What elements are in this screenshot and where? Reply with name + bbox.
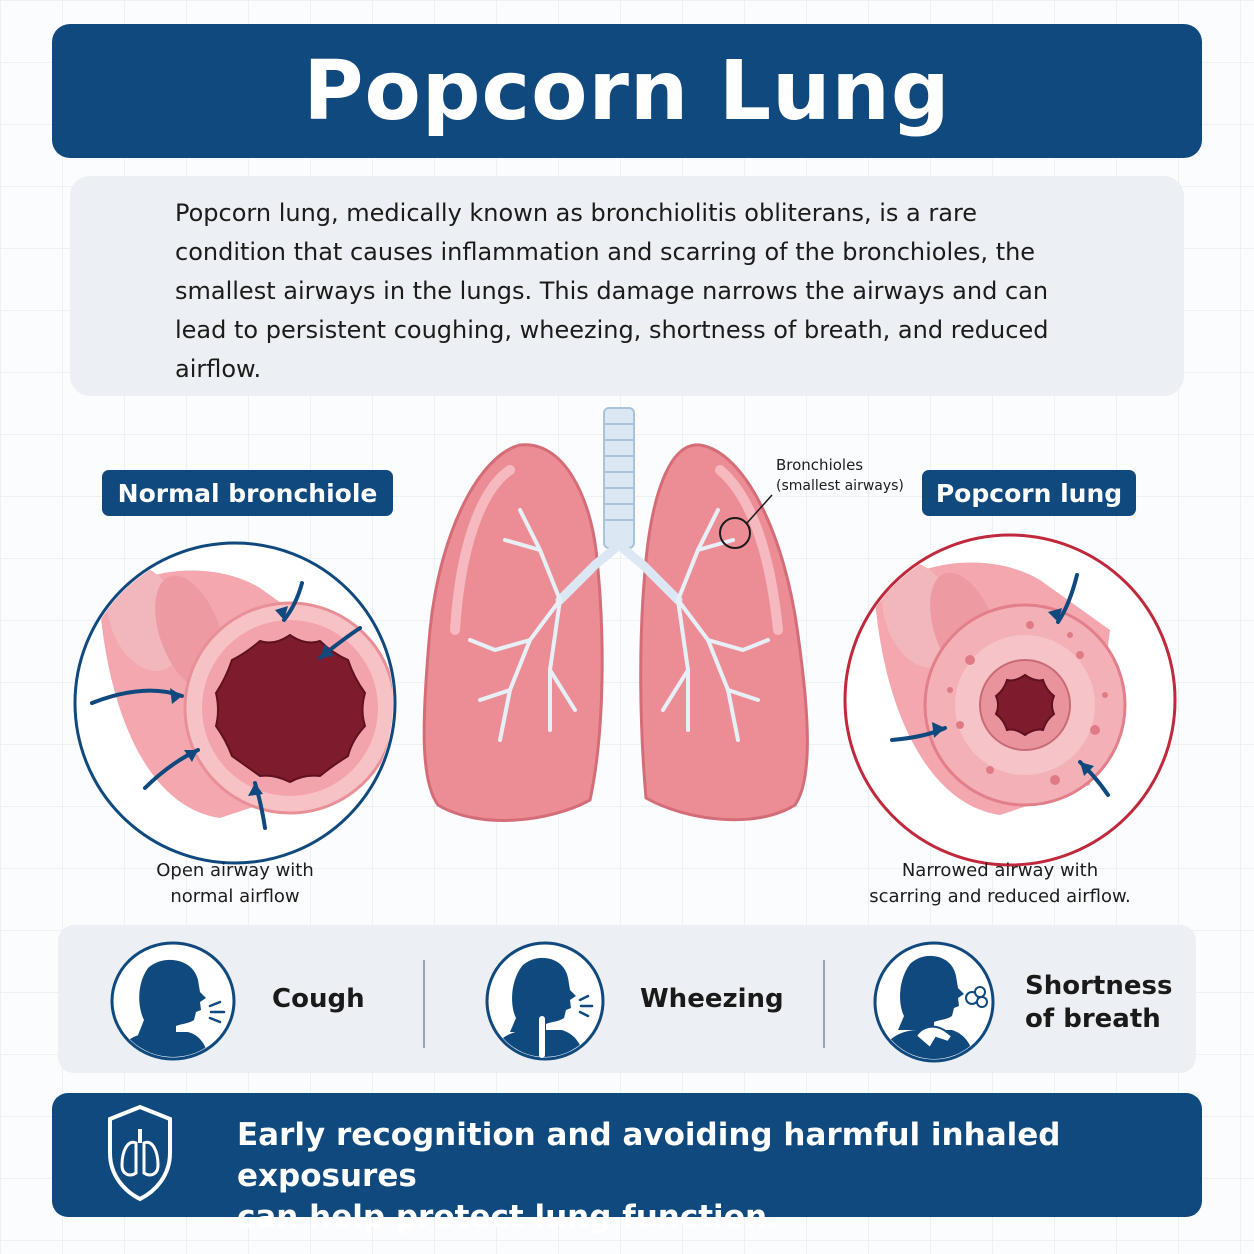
popcorn-caption-line2: scarring and reduced airflow. [869,886,1131,907]
popcorn-caption-line1: Narrowed airway with [901,860,1099,881]
symptom-wheezing-line1: Wheezing [640,984,784,1014]
normal-caption-line2: normal airflow [170,886,300,907]
divider-1 [423,960,425,1048]
symptom-cough-line1: Cough [272,984,365,1014]
breathless-person-icon [873,941,995,1063]
shield-lungs-icon [108,1104,172,1202]
normal-caption-line1: Open airway with [156,860,314,881]
intro-text: Popcorn lung, medically known as bronchi… [175,199,1049,383]
symptoms-panel [58,925,1196,1073]
bronchioles-callout: Bronchioles (smallest airways) [776,455,904,497]
footer-banner: Early recognition and avoiding harmful i… [52,1093,1202,1235]
symptom-breath-line1: Shortness [1025,971,1173,1001]
page-title: Popcorn Lung [303,43,951,139]
popcorn-caption: Narrowed airway with scarring and reduce… [860,858,1140,910]
normal-bronchiole-label: Normal bronchiole [102,470,393,516]
callout-title: Bronchioles [776,456,864,474]
lungs-illustration-icon [422,407,809,822]
title-banner: Popcorn Lung [52,24,1202,158]
wheezing-person-icon [485,941,605,1061]
cough-person-icon [110,941,236,1061]
symptom-breath-line2: of breath [1025,1004,1161,1034]
footer-text: Early recognition and avoiding harmful i… [237,1115,1177,1238]
symptom-cough-label: Cough [272,983,365,1016]
footer-line2: can help protect lung function. [237,1199,779,1235]
normal-caption: Open airway with normal airflow [110,858,360,910]
symptom-breath-label: Shortness of breath [1025,970,1172,1036]
intro-panel: Popcorn lung, medically known as bronchi… [70,176,1184,396]
footer-line1: Early recognition and avoiding harmful i… [237,1117,1061,1194]
symptom-wheezing-label: Wheezing [640,983,784,1016]
normal-bronchiole-icon [73,541,397,865]
popcorn-lung-bronchiole-icon [843,533,1177,867]
divider-2 [823,960,825,1048]
callout-subtitle: (smallest airways) [776,478,904,494]
popcorn-lung-label: Popcorn lung [922,470,1136,516]
